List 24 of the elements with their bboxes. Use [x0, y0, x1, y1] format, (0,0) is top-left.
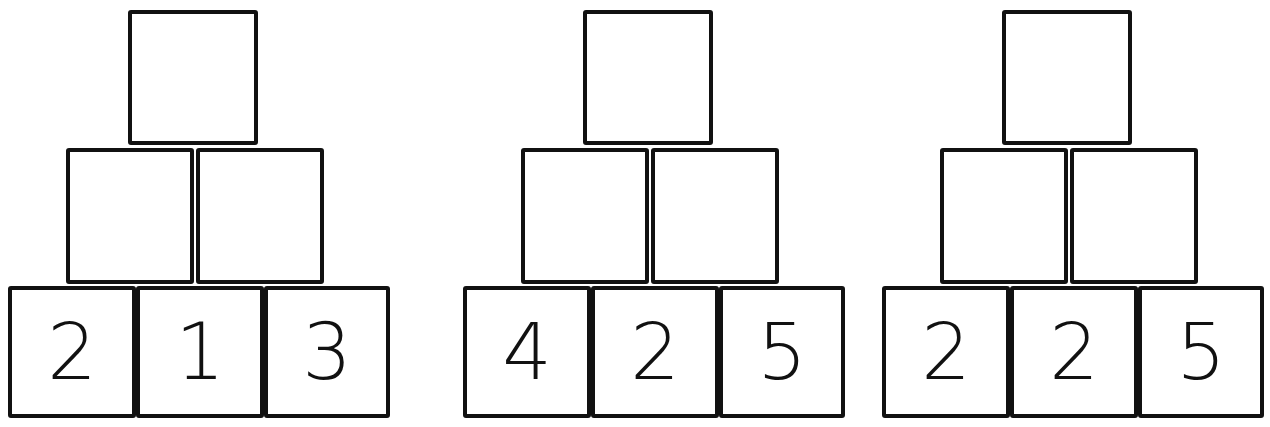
stacking-block: [583, 10, 713, 145]
stacking-block: [264, 286, 390, 418]
number: 4: [502, 313, 552, 391]
stacking-block: [521, 148, 649, 284]
number: 2: [630, 313, 680, 391]
stacking-block: [940, 148, 1068, 284]
stacking-block: [463, 286, 591, 418]
stacking-block: [1138, 286, 1264, 418]
number: 2: [1049, 313, 1099, 391]
stacking-block: [128, 10, 258, 145]
stacking-block: [66, 148, 194, 284]
stacking-block: [651, 148, 779, 284]
stacking-block: [196, 148, 324, 284]
number: 2: [47, 313, 97, 391]
stacking-block: [1002, 10, 1132, 145]
number: 5: [757, 313, 807, 391]
stacking-block: [882, 286, 1010, 418]
stacking-block: [1070, 148, 1198, 284]
number: 2: [921, 313, 971, 391]
stacking-block: [719, 286, 845, 418]
number: 3: [302, 313, 352, 391]
number: 5: [1176, 313, 1226, 391]
stacking-block: [8, 286, 136, 418]
number: 1: [175, 313, 225, 391]
